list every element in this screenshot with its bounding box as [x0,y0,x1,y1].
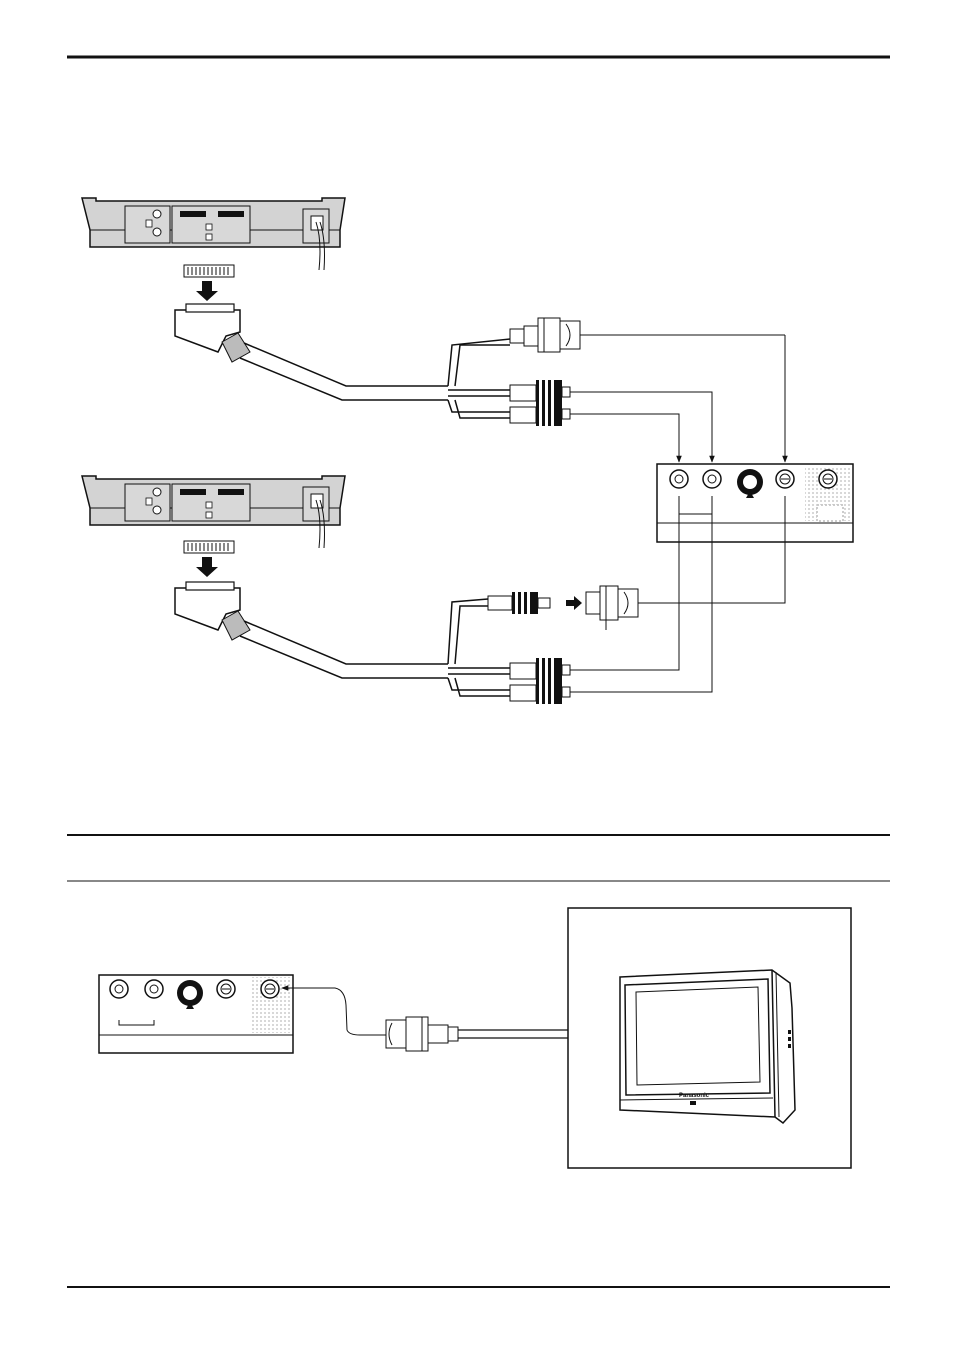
vcr-rear-panel-top [82,198,345,270]
rca-plug-top-2 [510,402,679,462]
insert-arrow-icon [196,281,218,301]
tv-brand-logo: Panasonic [679,1093,710,1099]
monitor-terminal-panel [657,464,853,542]
attach-arrow-icon [566,596,582,610]
terminal-panel-small [99,975,293,1053]
scart-cable-bottom [240,599,510,696]
bnc-cable-to-monitor [282,988,568,1051]
scart-connector-bottom [175,541,250,640]
vcr-rear-panel-bottom [82,476,345,548]
scart-cable-top [240,339,510,418]
rca-plug-bottom-1 [510,496,679,682]
monitor-illustration-box: Panasonic [568,908,851,1168]
scart-connector-top [175,265,250,362]
insert-arrow-icon [196,557,218,577]
